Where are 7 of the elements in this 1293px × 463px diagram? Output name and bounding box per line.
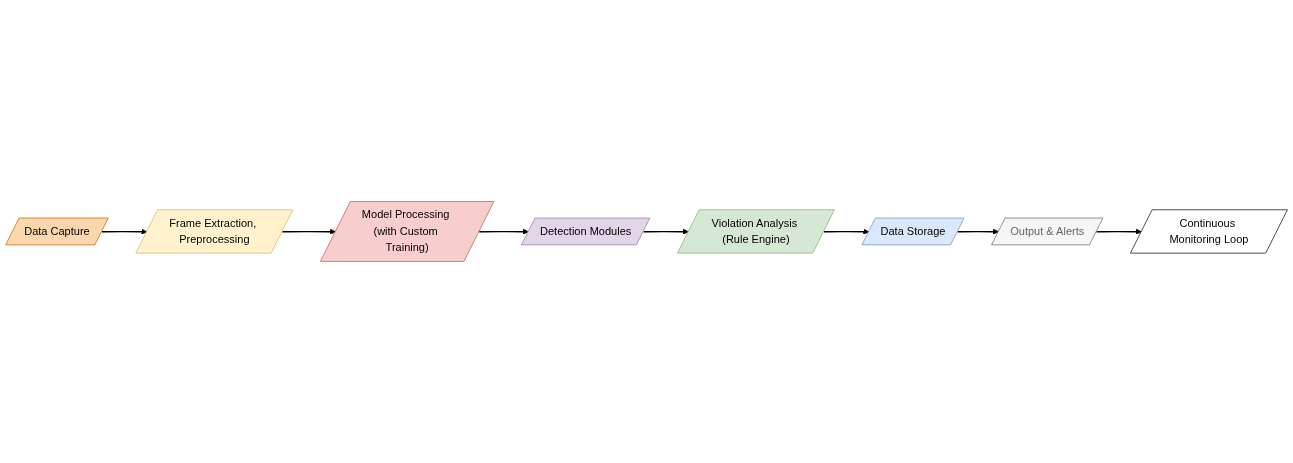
arrow bbox=[478, 228, 529, 235]
arrow bbox=[957, 228, 999, 235]
arrow bbox=[101, 228, 148, 235]
arrow bbox=[823, 228, 870, 235]
arrow bbox=[642, 228, 689, 235]
arrow bbox=[281, 228, 336, 235]
arrow bbox=[1095, 228, 1142, 235]
